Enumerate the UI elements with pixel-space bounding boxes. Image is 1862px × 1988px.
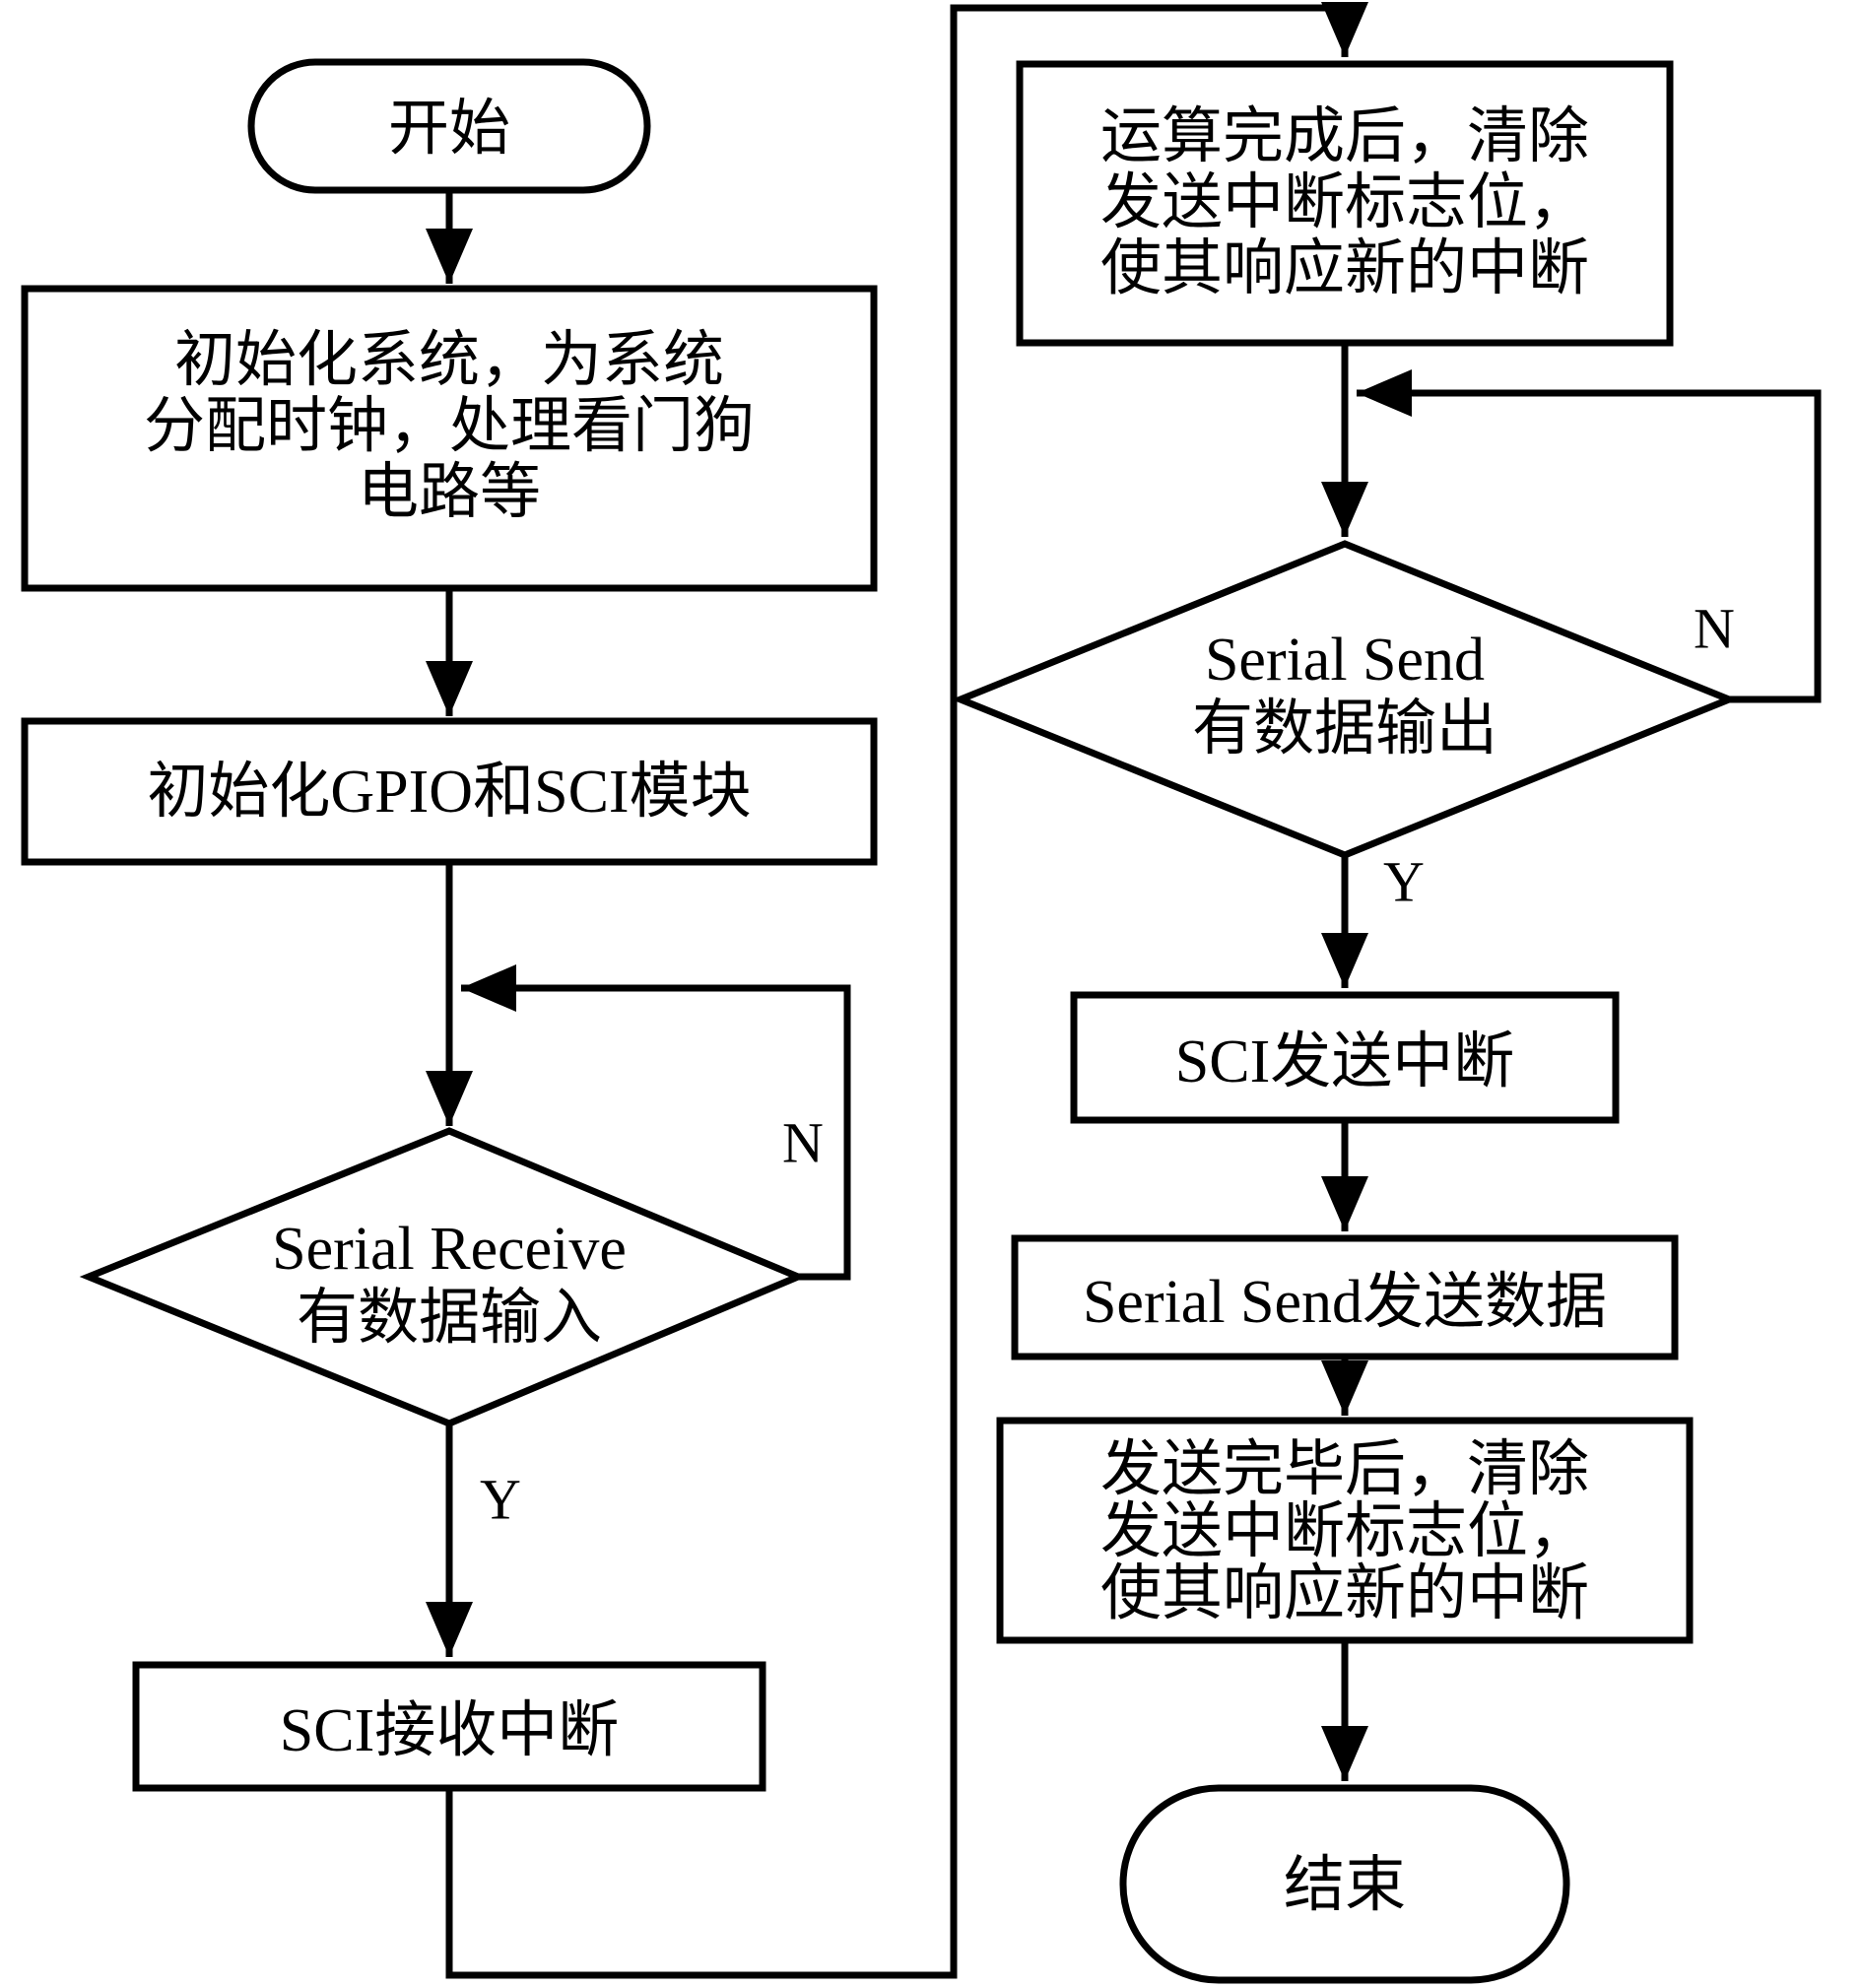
init-system-shape [21,285,878,592]
send-done-node: 发送完毕后，清除 发送中断标志位， 使其响应新的中断 [996,1417,1694,1644]
sci-recv-interrupt-shape [132,1661,766,1792]
init-gpio-label: 初始化GPIO和SCI模块 [147,759,751,826]
calc-done-node: 运算完成后，清除 发送中断标志位， 使其响应新的中断 [1016,60,1674,347]
end-node: 结束 [1119,1784,1570,1984]
init-gpio-node: 初始化GPIO和SCI模块 [21,717,878,866]
sci-send-interrupt-shape [1070,991,1620,1124]
init-system-line3: 电路等 [358,459,541,526]
send-done-line3: 使其响应新的中断 [1100,1560,1589,1627]
recv-decision-no-label: N [782,1111,824,1175]
sci-send-interrupt-node: SCI发送中断 [1070,991,1620,1124]
recv-decision-node: Serial Receive 有数据输入 [79,1127,808,1427]
calc-done-line3: 使其响应新的中断 [1100,235,1589,302]
recv-decision-line1: Serial Receive [272,1216,627,1283]
calc-done-shape [1016,60,1674,347]
recv-decision-line2: 有数据输入 [297,1285,602,1352]
init-system-line1: 初始化系统，为系统 [174,327,724,394]
send-decision-yes-label: Y [1383,850,1425,914]
send-done-shape [996,1417,1694,1644]
edge-sci-recv-to-calc-done [445,2,1368,1979]
calc-done-line1: 运算完成后，清除 [1100,103,1589,170]
recv-decision-shape [79,1127,808,1427]
init-system-node: 初始化系统，为系统 分配时钟，处理看门狗 电路等 [21,285,878,592]
send-done-line1: 发送完毕后，清除 [1100,1436,1589,1503]
init-system-line2: 分配时钟，处理看门狗 [144,393,755,460]
serial-send-data-shape [1011,1234,1679,1360]
send-decision-line1: Serial Send [1205,627,1485,694]
send-decision-node: Serial Send 有数据输出 [951,540,1739,859]
serial-send-data-node: Serial Send发送数据 [1011,1234,1679,1360]
send-decision-no-label: N [1694,597,1735,661]
sci-send-interrupt-label: SCI发送中断 [1175,1028,1514,1095]
end-terminator-shape [1119,1784,1570,1984]
init-gpio-shape [21,717,878,866]
send-decision-line2: 有数据输出 [1192,696,1497,762]
edge-recv-decision-no-loop [461,964,851,1281]
recv-decision-yes-label: Y [480,1468,521,1532]
start-node: 开始 [247,58,651,194]
start-label: 开始 [388,96,510,163]
send-decision-shape [951,540,1739,859]
calc-done-line2: 发送中断标志位， [1100,169,1589,236]
edge-send-decision-no-loop [1357,369,1822,703]
sci-recv-interrupt-label: SCI接收中断 [280,1697,619,1764]
sci-recv-interrupt-node: SCI接收中断 [132,1661,766,1792]
end-label: 结束 [1284,1852,1406,1919]
send-done-line2: 发送中断标志位， [1100,1498,1589,1565]
serial-send-data-label: Serial Send发送数据 [1083,1269,1607,1336]
start-terminator-shape [247,58,651,194]
